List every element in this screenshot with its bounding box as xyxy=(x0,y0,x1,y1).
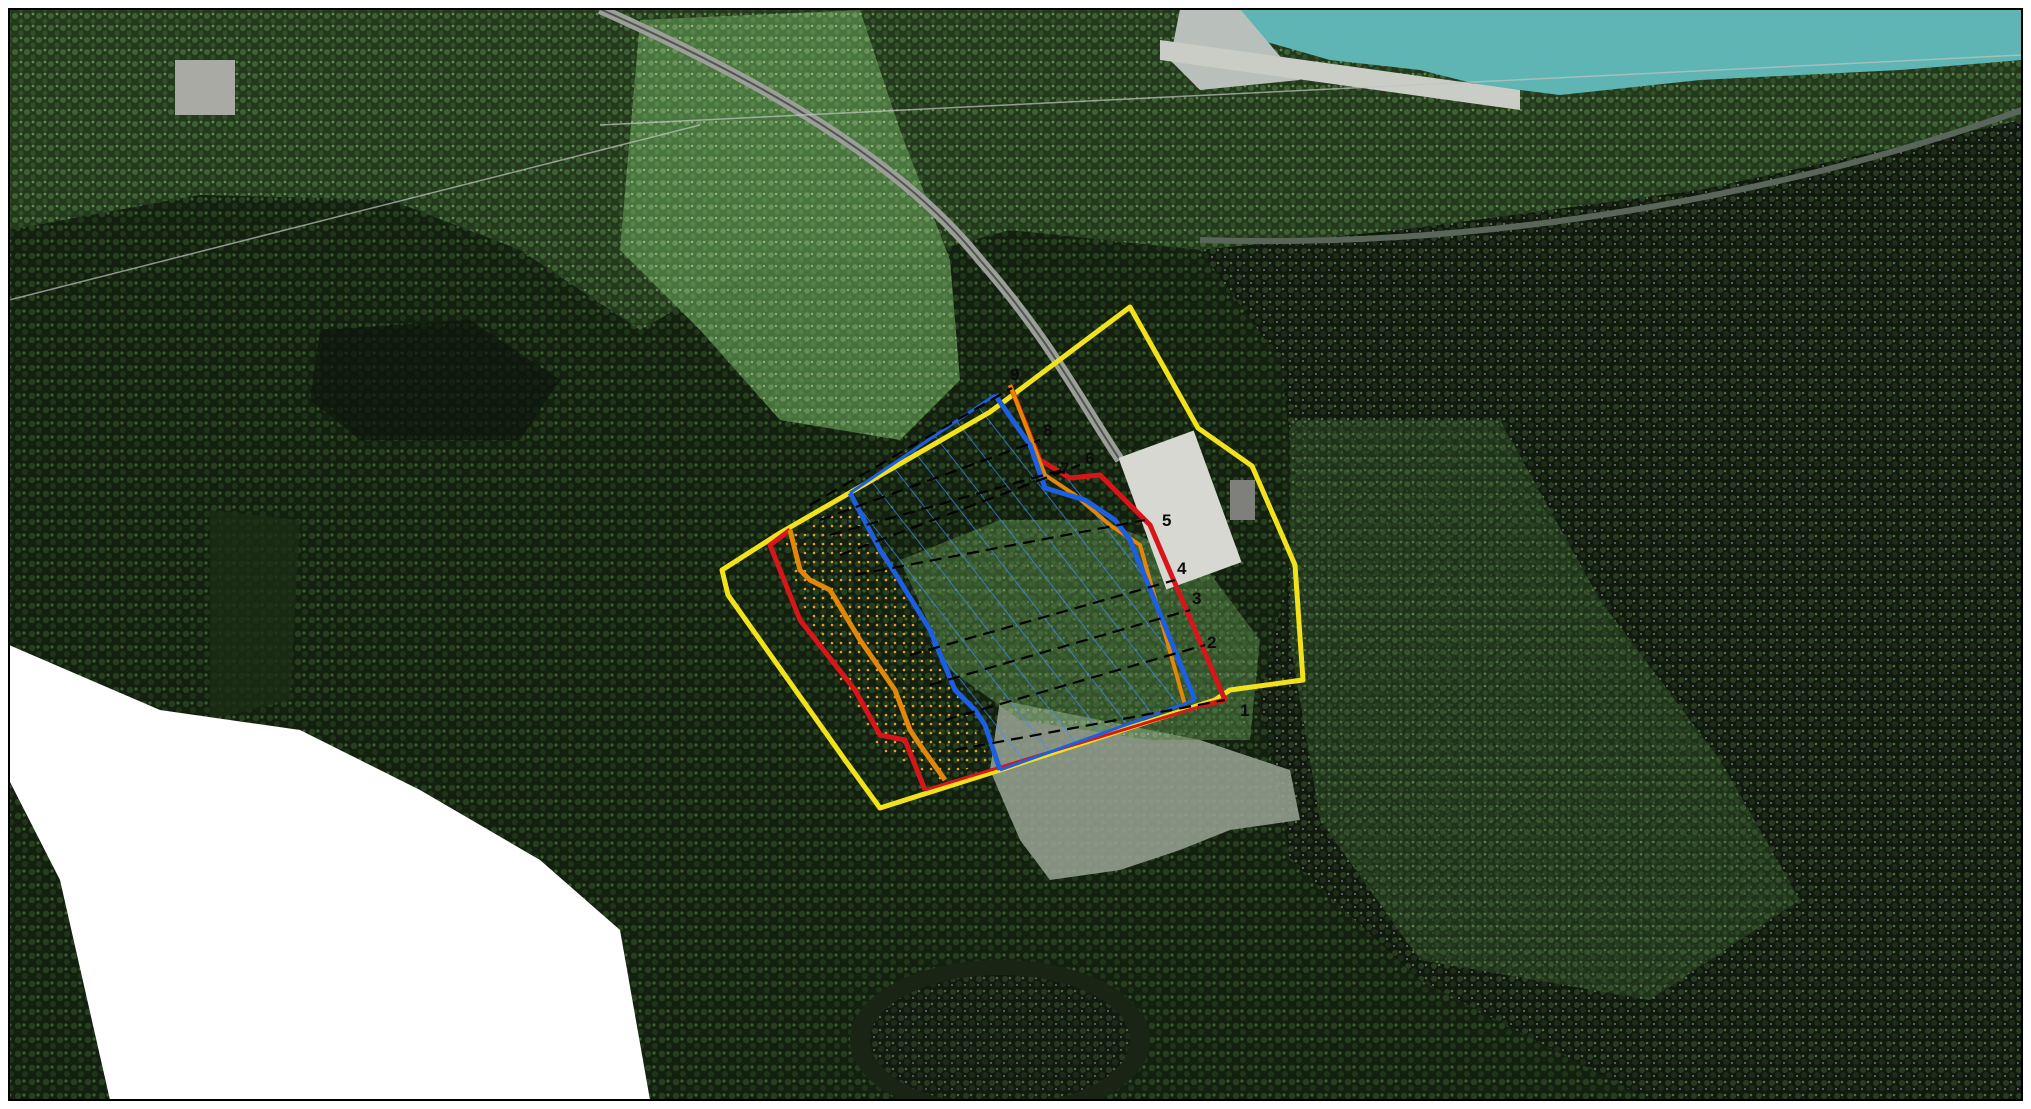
section-line-7 xyxy=(829,468,1063,537)
section-line-6 xyxy=(839,463,1081,557)
section-line-2 xyxy=(944,643,1206,722)
map-frame-border xyxy=(8,8,2023,1101)
section-line-5 xyxy=(854,518,1146,577)
building-nw xyxy=(175,60,235,115)
section-label-9: 9 xyxy=(1010,365,1019,384)
section-label-4: 4 xyxy=(1177,559,1187,578)
dotted-zone xyxy=(785,500,990,780)
section-line-8 xyxy=(819,438,1041,522)
section-label-7: 7 xyxy=(1060,459,1069,478)
section-label-5: 5 xyxy=(1162,511,1171,530)
boundary-blue-west xyxy=(847,491,1003,771)
section-line-4 xyxy=(909,578,1176,657)
river xyxy=(1240,9,2022,95)
boundary-yellow xyxy=(719,304,1306,811)
plantation-strip xyxy=(210,510,300,720)
boundary-red-west xyxy=(767,528,928,791)
forest-east-slope xyxy=(1290,420,1800,1000)
forest-sw-edge xyxy=(9,780,110,1100)
section-lines xyxy=(809,387,1226,752)
section-label-3: 3 xyxy=(1192,589,1201,608)
section-line-9 xyxy=(809,387,1013,506)
power-line-1 xyxy=(9,124,701,301)
boundary-orange-east xyxy=(1008,384,1187,706)
boundary-orange-west xyxy=(787,529,948,782)
forest-light-patch xyxy=(620,10,960,440)
dark-hollow xyxy=(310,320,560,440)
section-label-2: 2 xyxy=(1207,633,1216,652)
section-label-1: 1 xyxy=(1240,701,1249,720)
section-label-8: 8 xyxy=(1043,421,1052,440)
section-label-6: 6 xyxy=(1085,449,1094,468)
section-line-3 xyxy=(929,608,1191,687)
site-building xyxy=(1118,430,1242,590)
power-line-2 xyxy=(599,54,2022,126)
section-line-1 xyxy=(954,698,1226,752)
road-east xyxy=(1199,107,2022,245)
dam-road xyxy=(1160,40,1520,110)
hatched-zone xyxy=(850,395,1195,770)
boundary-blue-east xyxy=(992,393,1198,701)
masked-area xyxy=(9,645,650,1100)
small-building xyxy=(1230,480,1255,520)
